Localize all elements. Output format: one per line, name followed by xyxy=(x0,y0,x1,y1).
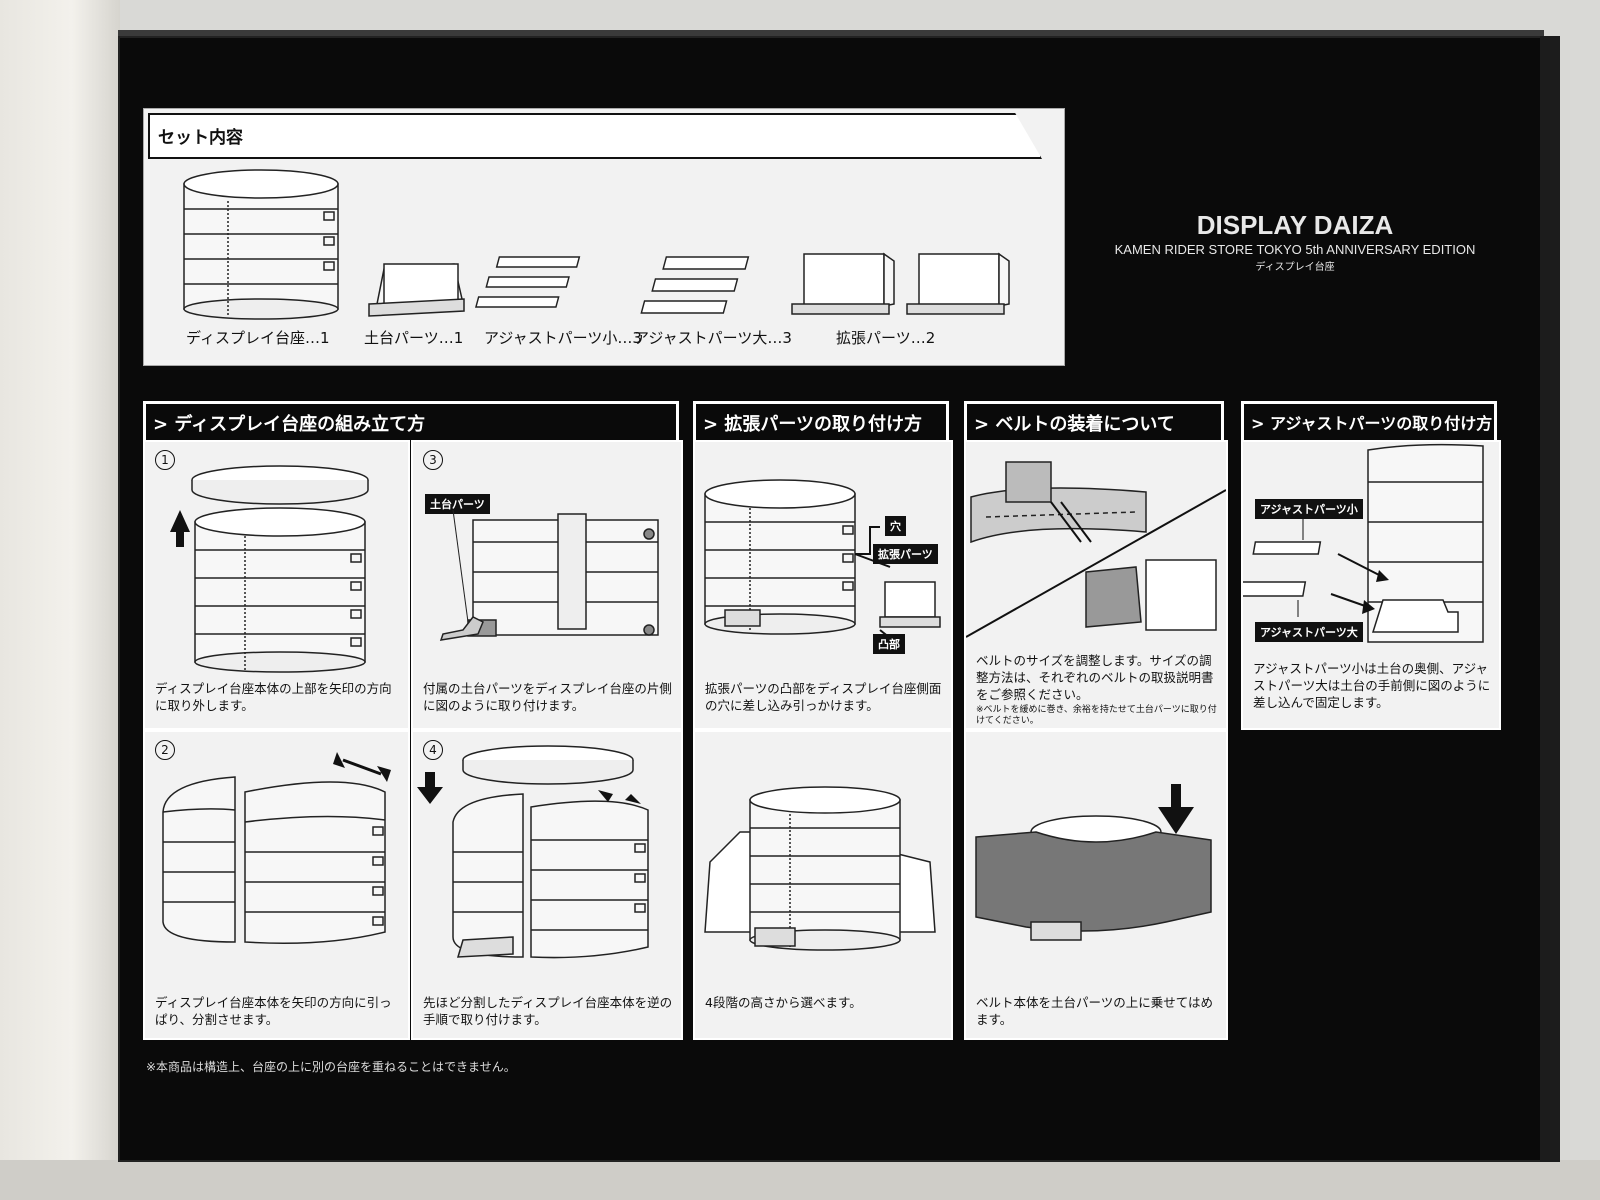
item-label-adjust-large: アジャストパーツ大…3 xyxy=(634,329,792,347)
belt-step-1-illustration xyxy=(966,461,1226,638)
belt-step-1-note: ※ベルトを緩めに巻き、余裕を持たせて土台パーツに取り付けてください。 xyxy=(976,705,1217,726)
belt-step-2-illustration xyxy=(975,784,1212,941)
box-side-edge xyxy=(1540,36,1560,1162)
arrow-down-icon xyxy=(417,772,443,804)
expansion-step-2-caption: 4段階の高さから選べます。 xyxy=(705,995,862,1010)
expansion-step-1-panel: 穴 拡張パーツ 凸部 拡張パーツの凸部をディスプレイ台座側面の穴に差し込み引っか… xyxy=(693,440,953,730)
section-header-expansion: > 拡張パーツの取り付け方 xyxy=(693,401,949,441)
step-2-caption: ディスプレイ台座本体を矢印の方向に引っぱり、分割させます。 xyxy=(155,995,392,1027)
expansion-step-2-illustration xyxy=(704,786,936,951)
arrow-left-icon xyxy=(333,752,345,768)
expansion-parts-illustration xyxy=(791,252,1010,315)
item-label-expansion: 拡張パーツ…2 xyxy=(836,329,936,347)
step-number: 1 xyxy=(155,450,175,470)
step-1-caption: ディスプレイ台座本体の上部を矢印の方向に取り外します。 xyxy=(155,681,392,713)
step-1-panel: 1 ディスプレイ台座本体の上部を矢印の方向に取り外します。 xyxy=(143,440,410,730)
belt-step-1-panel: ベルトのサイズを調整します。サイズの調整方法は、それぞれのベルトの取扱説明書をご… xyxy=(964,440,1228,730)
brand-subtitle: KAMEN RIDER STORE TOKYO 5th ANNIVERSARY … xyxy=(1114,242,1476,257)
adjust-step-1-panel: アジャストパーツ小 アジャストパーツ大 アジャストパーツ小は土台の奥側、アジャス… xyxy=(1241,440,1501,730)
step-number: 3 xyxy=(423,450,443,470)
expansion-step-1-illustration xyxy=(704,479,941,643)
item-label-display-base: ディスプレイ台座…1 xyxy=(186,329,330,347)
section-title-adjust: > アジャストパーツの取り付け方 xyxy=(1251,414,1493,433)
display-base-illustration xyxy=(183,169,339,320)
brand-title: DISPLAY DAIZA xyxy=(1196,210,1394,240)
step-4-caption: 先ほど分割したディスプレイ台座本体を逆の手順で取り付けます。 xyxy=(423,995,673,1027)
box-top-edge xyxy=(118,30,1544,40)
step-2-illustration xyxy=(162,752,391,944)
step-1-illustration xyxy=(170,465,369,673)
section-title-assembly: > ディスプレイ台座の組み立て方 xyxy=(153,414,426,435)
expansion-step-1-caption: 拡張パーツの凸部をディスプレイ台座側面の穴に差し込み引っかけます。 xyxy=(705,681,942,713)
step-number: 2 xyxy=(155,740,175,760)
section-header-assembly: > ディスプレイ台座の組み立て方 xyxy=(143,401,679,441)
item-label-adjust-small: アジャストパーツ小…3 xyxy=(484,329,642,347)
protrusion-tag: 凸部 xyxy=(873,634,905,654)
adjust-large-illustration xyxy=(640,256,750,314)
item-label-stand-part: 土台パーツ…1 xyxy=(364,329,464,347)
arrow-right-icon xyxy=(377,766,391,782)
adjust-step-1-illustration xyxy=(1243,443,1484,643)
brand-block: DISPLAY DAIZA KAMEN RIDER STORE TOKYO 5t… xyxy=(1080,210,1510,273)
set-contents-header xyxy=(148,113,1042,159)
belt-step-2-caption: ベルト本体を土台パーツの上に乗せてはめます。 xyxy=(976,995,1214,1027)
set-contents-title: セット内容 xyxy=(158,128,243,148)
step-3-illustration xyxy=(439,509,659,641)
adjust-large-tag: アジャストパーツ大 xyxy=(1255,622,1363,642)
set-contents-panel: セット内容 xyxy=(143,108,1065,366)
adjust-step-1-caption: アジャストパーツ小は土台の奥側、アジャストパーツ大は土台の手前側に図のように差し… xyxy=(1253,661,1491,710)
stand-part-illustration xyxy=(368,263,465,317)
hole-tag: 穴 xyxy=(885,516,906,536)
belt-step-2-panel: ベルト本体を土台パーツの上に乗せてはめます。 xyxy=(964,730,1228,1040)
expansion-part-tag: 拡張パーツ xyxy=(873,544,938,564)
section-title-expansion: > 拡張パーツの取り付け方 xyxy=(703,414,922,435)
brand-jp: ディスプレイ台座 xyxy=(1255,262,1335,273)
adjust-small-illustration xyxy=(474,256,581,308)
arrow-up-icon xyxy=(170,510,190,547)
step-4-panel: 4 先ほど分割したディスプレイ台座本体を逆の手順で取り付けます。 xyxy=(411,730,683,1040)
adjust-small-tag: アジャストパーツ小 xyxy=(1255,499,1363,519)
step-3-panel: 3 土台パーツ 付属の土台パーツをディスプレイ台座の片側に図のように取り付けます… xyxy=(411,440,683,730)
background-floor xyxy=(0,1160,1600,1200)
expansion-step-2-panel: 4段階の高さから選べます。 xyxy=(693,730,953,1040)
step-2-panel: 2 ディスプレイ台座本体を矢印の方向に引っぱり、分割させます。 xyxy=(143,730,410,1040)
step-3-caption: 付属の土台パーツをディスプレイ台座の片側に図のように取り付けます。 xyxy=(423,681,672,713)
belt-step-1-caption: ベルトのサイズを調整します。サイズの調整方法は、それぞれのベルトの取扱説明書をご… xyxy=(976,653,1214,702)
arrow-down-icon xyxy=(1158,784,1194,834)
step-number: 4 xyxy=(423,740,443,760)
set-contents-illustrations xyxy=(183,169,1010,320)
background-wall xyxy=(0,0,120,1200)
step-4-illustration xyxy=(417,745,649,959)
footnote: ※本商品は構造上、台座の上に別の台座を重ねることはできません。 xyxy=(146,1060,516,1074)
section-title-belt: > ベルトの装着について xyxy=(974,414,1175,435)
stand-part-tag: 土台パーツ xyxy=(425,494,490,514)
section-header-adjust: > アジャストパーツの取り付け方 xyxy=(1241,401,1497,441)
section-header-belt: > ベルトの装着について xyxy=(964,401,1224,441)
